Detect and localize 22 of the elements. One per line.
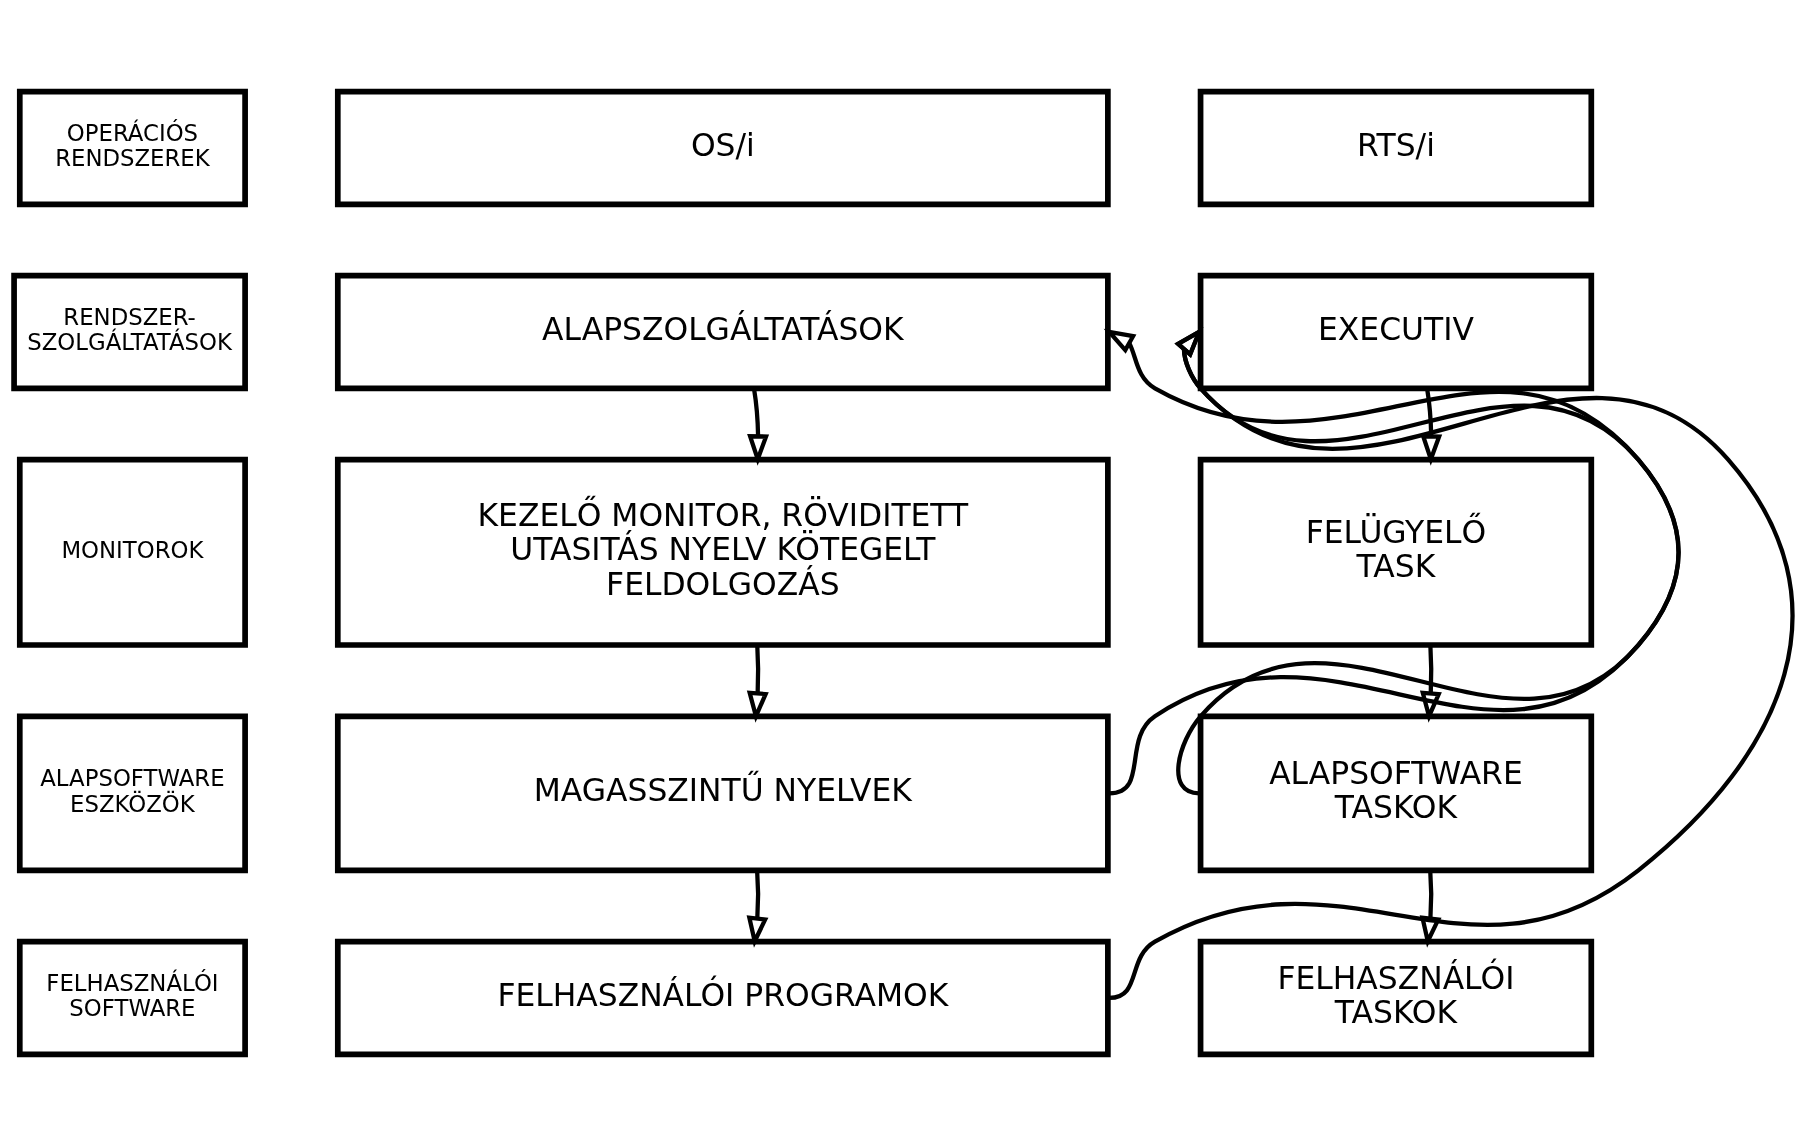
arrow bbox=[747, 388, 770, 466]
node-box: ALAPSOFTWARE TASKOK bbox=[1197, 713, 1595, 874]
node-box: FELÜGYELŐ TASK bbox=[1197, 456, 1595, 648]
node-box: OPERÁCIÓS RENDSZEREK bbox=[16, 88, 248, 208]
node-box: FELHASZNÁLÓI SOFTWARE bbox=[16, 938, 248, 1058]
node-box: MAGASSZINTŰ NYELVEK bbox=[334, 713, 1111, 874]
node-box: OS/i bbox=[334, 88, 1111, 208]
node-box: MONITOROK bbox=[16, 456, 248, 648]
node-box: EXECUTIV bbox=[1197, 272, 1595, 392]
node-box: RTS/i bbox=[1197, 88, 1595, 208]
arrow bbox=[1419, 645, 1442, 723]
node-box: KEZELŐ MONITOR, RÖVIDITETT UTASITÁS NYELV KÖTEGELT FELDOLGOZÁS bbox=[334, 456, 1111, 648]
node-box: RENDSZER-SZOLGÁLTATÁSOK bbox=[11, 272, 248, 392]
node-box: ALAPSZOLGÁLTATÁSOK bbox=[334, 272, 1111, 392]
node-box: ALAPSOFTWARE ESZKÖZÖK bbox=[16, 713, 248, 874]
arrow bbox=[746, 870, 769, 948]
arrow bbox=[1108, 327, 1795, 1000]
arrow bbox=[1420, 388, 1443, 466]
arrow bbox=[1419, 870, 1442, 948]
arrow bbox=[746, 645, 769, 723]
node-box: FELHASZNÁLÓI TASKOK bbox=[1197, 938, 1595, 1058]
node-box: FELHASZNÁLÓI PROGRAMOK bbox=[334, 938, 1111, 1058]
